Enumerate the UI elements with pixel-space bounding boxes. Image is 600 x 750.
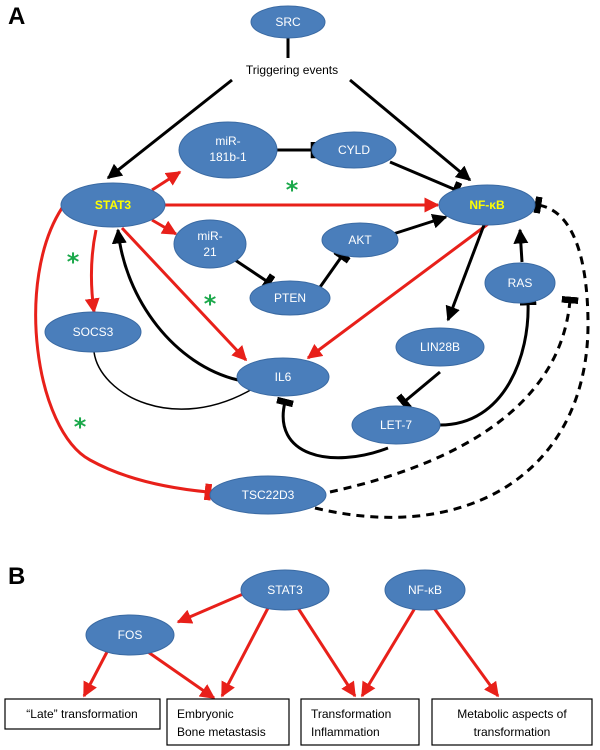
node-tsc22d3: TSC22D3	[209, 475, 327, 515]
panel-label-b: B	[8, 563, 25, 590]
edge-b-fos-embryonic	[147, 650, 216, 700]
edge-stat3-mir181	[151, 170, 182, 192]
edge-lin28b-let7	[396, 370, 441, 411]
edge-b-stat3-fos	[176, 589, 251, 624]
edge-stat3-socs3	[84, 229, 100, 314]
node-lin28b: LIN28B	[395, 327, 485, 367]
box-transformation: Transformation Inflammation	[300, 698, 420, 746]
panel-b-nodes: STAT3 NF-κB FOS	[85, 569, 466, 656]
node-src-label: SRC	[275, 15, 301, 29]
node-let7: LET-7	[351, 405, 441, 445]
edge-b-fos-late	[82, 649, 110, 698]
box-late-transformation: “Late” transformation	[4, 698, 161, 730]
edge-trigger-nfkb	[349, 78, 472, 182]
node-socs3: SOCS3	[44, 311, 142, 353]
node-pten-label: PTEN	[274, 291, 306, 305]
box-metabolic-label-2: transformation	[474, 725, 551, 739]
edge-b-nfkb-transformation	[360, 607, 417, 698]
box-embryonic-label-1: Embryonic	[177, 707, 234, 721]
node-tsc22d3-label: TSC22D3	[242, 488, 295, 502]
panel-b-edges	[82, 589, 500, 700]
edge-tsc22d3-ras	[329, 296, 579, 494]
node-b-nfkb-label: NF-κB	[408, 583, 442, 597]
edge-pten-akt	[316, 248, 351, 291]
star-stat3-nfkb: *	[286, 176, 299, 204]
node-b-stat3-label: STAT3	[267, 583, 303, 597]
node-il6-label: IL6	[275, 370, 292, 384]
star-stat3-tsc22d3: *	[74, 413, 87, 441]
edge-b-nfkb-metabolic	[432, 607, 500, 698]
node-nfkb-label: NF-κB	[469, 198, 505, 212]
node-nfkb: NF-κB	[438, 184, 536, 226]
box-metabolic: Metabolic aspects of transformation	[431, 698, 593, 746]
node-stat3: STAT3	[60, 182, 166, 228]
node-mir181b1: miR- 181b-1	[178, 121, 278, 179]
node-mir181b1-label-2: 181b-1	[209, 150, 247, 164]
edge-b-stat3-embryonic	[220, 607, 270, 698]
node-b-fos: FOS	[85, 614, 175, 656]
node-mir21-label-2: 21	[203, 245, 217, 259]
edge-cyld-nfkb	[389, 160, 463, 199]
box-transformation-label-1: Transformation	[311, 707, 391, 721]
edge-stat3-tsc22d3	[34, 207, 213, 501]
node-il6: IL6	[236, 357, 330, 397]
edge-trigger-stat3	[106, 78, 233, 180]
edge-akt-nfkb	[389, 213, 448, 237]
node-mir181b1-label-1: miR-	[215, 134, 240, 148]
node-cyld-label: CYLD	[338, 143, 370, 157]
edge-ras-nfkb	[513, 228, 529, 263]
box-embryonic: Embryonic Bone metastasis	[166, 698, 290, 746]
edge-b-stat3-transformation	[296, 607, 357, 698]
edge-il6-stat3	[111, 228, 239, 382]
edge-nfkb-lin28b	[445, 224, 486, 322]
star-stat3-socs3: *	[67, 248, 80, 276]
panel-a-nodes: SRC miR- 181b-1 CYLD STAT3 NF-κB miR- 21…	[44, 5, 556, 515]
node-ras: RAS	[484, 262, 556, 304]
triggering-events-label: Triggering events	[246, 63, 338, 77]
box-transformation-label-2: Inflammation	[311, 725, 380, 739]
edge-socs3-il6	[93, 351, 258, 410]
edge-let7-ras	[439, 298, 537, 427]
panel-label-a: A	[8, 3, 25, 30]
star-stat3-il6: *	[204, 290, 217, 318]
panel-a-edges	[34, 37, 590, 519]
edge-tsc22d3-nfkb	[314, 196, 590, 519]
box-embryonic-label-2: Bone metastasis	[177, 725, 266, 739]
node-cyld: CYLD	[311, 131, 397, 169]
node-src: SRC	[250, 5, 326, 39]
node-let7-label: LET-7	[380, 418, 412, 432]
node-mir21: miR- 21	[173, 219, 247, 269]
node-pten: PTEN	[249, 280, 331, 316]
node-b-fos-label: FOS	[118, 628, 143, 642]
node-akt-label: AKT	[348, 233, 372, 247]
panel-b-boxes: “Late” transformation Embryonic Bone met…	[4, 698, 593, 746]
node-b-nfkb: NF-κB	[384, 569, 466, 611]
node-ras-label: RAS	[508, 276, 533, 290]
node-b-stat3: STAT3	[240, 569, 330, 611]
node-mir21-label-1: miR-	[197, 229, 222, 243]
edge-mir21-pten	[231, 256, 276, 291]
node-lin28b-label: LIN28B	[420, 340, 460, 354]
node-akt: AKT	[321, 222, 399, 258]
box-metabolic-label-1: Metabolic aspects of	[457, 707, 567, 721]
box-late-label: “Late” transformation	[26, 707, 137, 721]
edge-stat3-mir21	[151, 218, 178, 236]
edge-stat3-il6	[120, 226, 248, 362]
edge-nfkb-il6	[306, 222, 489, 360]
node-socs3-label: SOCS3	[73, 325, 114, 339]
node-stat3-label: STAT3	[95, 198, 132, 212]
edge-let7-il6	[276, 396, 389, 460]
